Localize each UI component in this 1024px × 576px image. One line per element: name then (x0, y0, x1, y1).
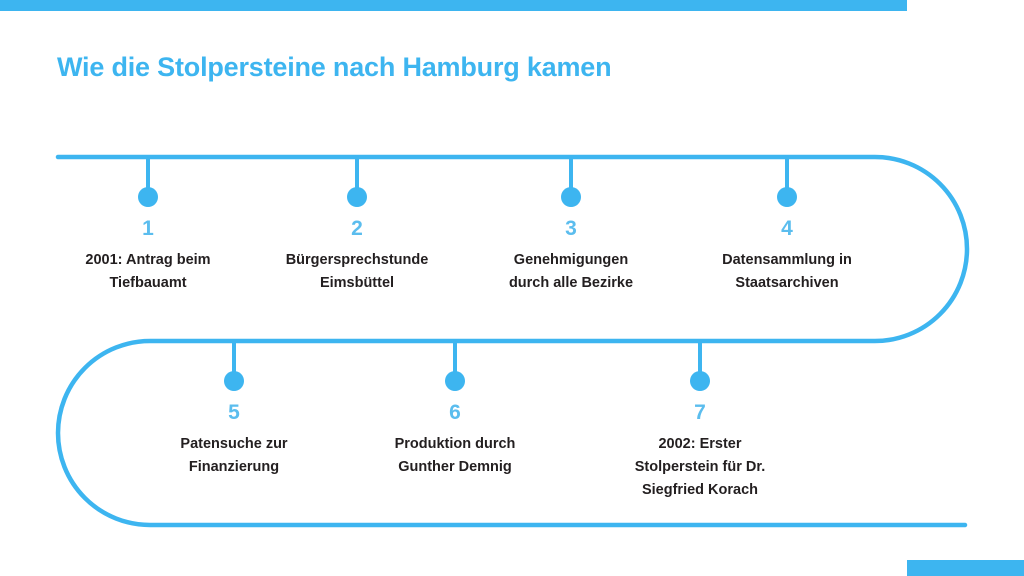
node-dot-icon (138, 187, 158, 207)
node-dot-icon (224, 371, 244, 391)
node-dot-icon (561, 187, 581, 207)
accent-bar-bottom (907, 560, 1024, 576)
node-number: 3 (565, 217, 577, 240)
node-stem (232, 341, 236, 373)
node-dot-icon (777, 187, 797, 207)
node-stem (785, 157, 789, 189)
accent-bar-top (0, 0, 907, 11)
node-stem (453, 341, 457, 373)
node-stem (569, 157, 573, 189)
node-number: 7 (694, 401, 706, 424)
page-title: Wie die Stolpersteine nach Hamburg kamen (57, 52, 612, 82)
node-number: 5 (228, 401, 240, 424)
node-dot-icon (690, 371, 710, 391)
node-stem (698, 341, 702, 373)
node-stem (146, 157, 150, 189)
node-number: 2 (351, 217, 363, 240)
node-number: 1 (142, 217, 154, 240)
node-number: 4 (781, 217, 793, 240)
node-dot-icon (445, 371, 465, 391)
node-dot-icon (347, 187, 367, 207)
node-stem (355, 157, 359, 189)
node-number: 6 (449, 401, 461, 424)
